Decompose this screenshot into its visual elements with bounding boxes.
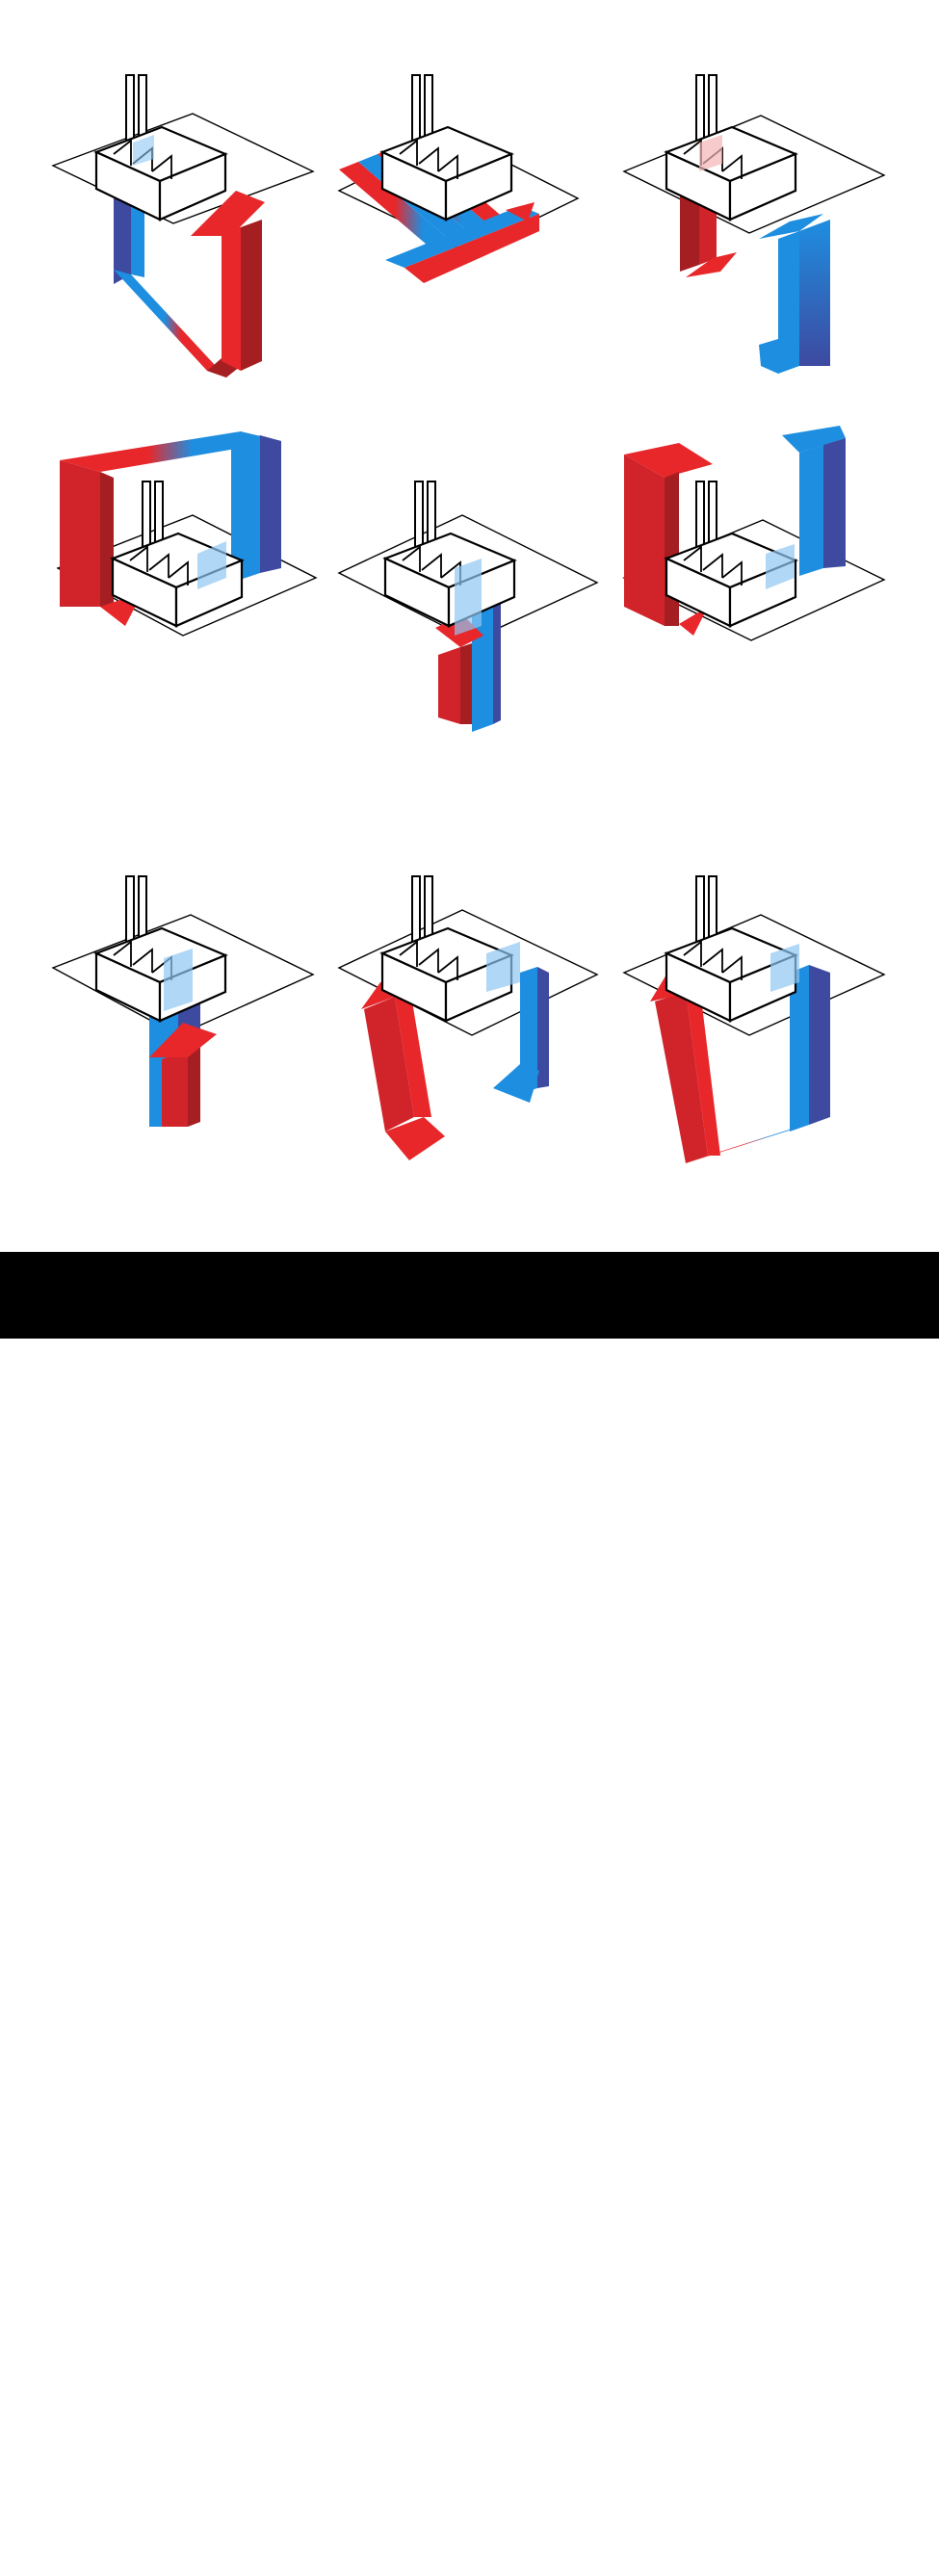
image-id-label: Image ID: 2APCRYK [770, 2542, 910, 2559]
site-url[interactable]: www.alamy.com [802, 2560, 910, 2576]
cold-arrow-head [759, 214, 823, 239]
hot-pipe-side [395, 997, 431, 1117]
top-pipe [60, 431, 281, 472]
diagram-vertical-pair [337, 480, 599, 732]
diagram-loop-below-return [622, 874, 886, 1163]
diagram-svg [51, 73, 886, 1163]
factory-icon [383, 480, 516, 628]
factory-icon [380, 73, 513, 221]
diagram-canvas [0, 0, 939, 1252]
cold-pipe-side [809, 965, 830, 1125]
cold-top [782, 426, 846, 453]
diagram-split-below [337, 874, 599, 1160]
hot-arrow-head [506, 202, 535, 221]
cold-pipe-side [823, 438, 846, 568]
cold-pipe-side [799, 220, 830, 366]
hot-down-side [665, 472, 679, 626]
factory-icon [94, 874, 227, 1023]
alamy-logo[interactable]: alamy [33, 2516, 211, 2576]
hot-arrow-head [149, 1023, 217, 1057]
hot-pipe-side [686, 992, 720, 1156]
factory-icon [380, 874, 513, 1023]
cold-arrow-head [493, 1064, 539, 1103]
cold-pipe-side [260, 435, 281, 573]
hot-pipe [655, 992, 708, 1163]
cold-pipe [790, 965, 809, 1132]
cold-transparent [197, 541, 226, 589]
hot-foot [385, 1117, 445, 1160]
hot-pipe [162, 1050, 188, 1127]
hot-arrow-head [191, 191, 265, 236]
diagram-loop-below [51, 73, 315, 377]
coil-pipe-1 [339, 162, 451, 250]
hot-down-pipe [60, 460, 100, 607]
hot-pipe [241, 220, 262, 371]
diagram-loop-above [56, 431, 318, 637]
cold-pipe [231, 435, 260, 583]
cold-pipe [799, 445, 823, 576]
cold-transparent [486, 942, 520, 992]
hot-pipe-front [222, 227, 241, 371]
factory-icon [94, 73, 227, 221]
coil-feed [404, 214, 539, 283]
cold-foot [759, 339, 778, 374]
cold-transparent [766, 544, 795, 589]
cold-transparent [770, 944, 799, 992]
hot-down-side [100, 472, 114, 607]
footer-bar: alamy Image ID: 2APCRYK www.alamy.com [0, 1252, 939, 2576]
coil-return [385, 206, 539, 268]
diagram-single-riser [51, 874, 315, 1127]
hot-pipe [364, 997, 414, 1132]
diagram-ground-coil [337, 73, 580, 283]
hot-arrow-head [686, 252, 737, 277]
cold-pipe [778, 231, 799, 374]
hot-pipe-side [460, 643, 472, 724]
hot-pipe [438, 647, 460, 724]
cold-pipe-side [537, 967, 549, 1088]
diagram-split-above [622, 426, 886, 641]
brand-text: alamy [33, 2516, 172, 2574]
hot-down-pipe [624, 455, 665, 626]
factory-icon [665, 73, 797, 221]
bottom-pipe [114, 270, 226, 377]
cold-transparent [164, 949, 193, 1011]
factory-icon [665, 874, 797, 1023]
diagram-split-down-up [622, 73, 886, 374]
hot-pipe-side [188, 1045, 200, 1127]
hot-top [624, 443, 713, 478]
hot-transparent [699, 135, 722, 171]
cold-transparent [133, 135, 154, 166]
cold-pipe [520, 967, 537, 1094]
cold-transparent [455, 559, 482, 636]
hot-arrow-head [679, 607, 708, 636]
